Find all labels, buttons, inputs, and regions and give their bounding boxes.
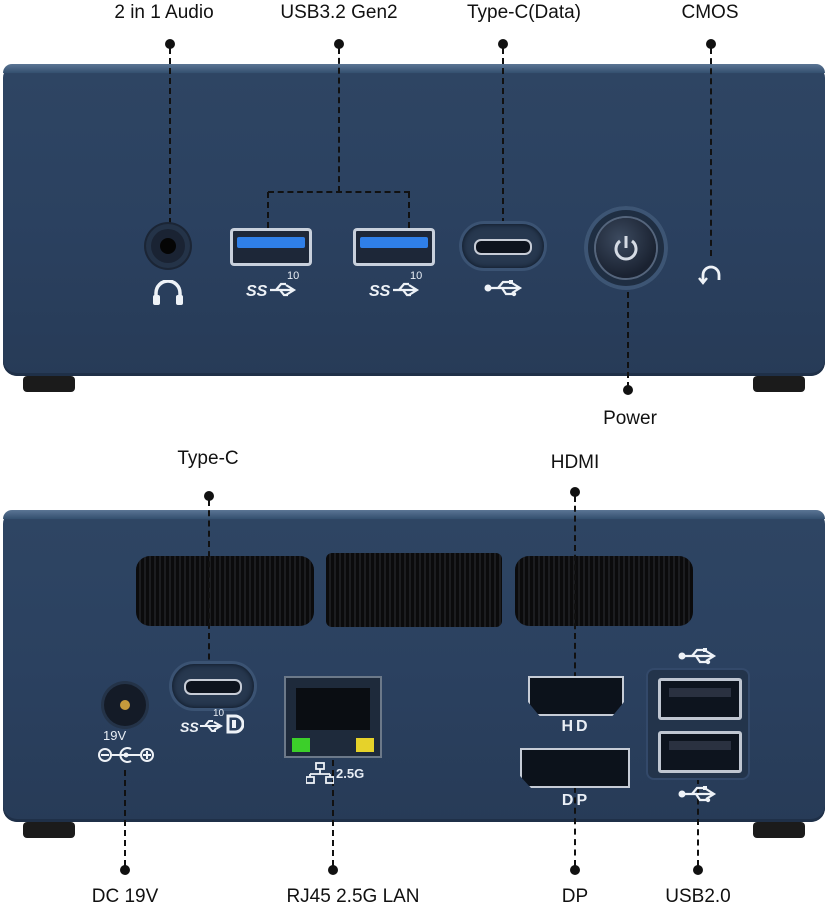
- dc-label: DC 19V: [91, 886, 159, 907]
- dc-polarity-icon: [97, 729, 155, 771]
- rubber-foot: [23, 376, 75, 392]
- callout-dot: [570, 487, 580, 497]
- usb-trident-icon: [678, 646, 720, 671]
- callout-dot: [706, 39, 716, 49]
- callout-dot: [334, 39, 344, 49]
- displayport-icon: [226, 714, 245, 739]
- audio-jack[interactable]: [146, 224, 190, 268]
- callout-line: [408, 192, 410, 228]
- callout-line: [332, 750, 334, 866]
- superspeed-usb-icon: SS: [180, 714, 230, 741]
- air-vent: [326, 553, 502, 627]
- rj45-label: RJ45 2.5G LAN: [286, 886, 420, 907]
- power-label: Power: [603, 408, 657, 429]
- dp-port-mark: DP: [561, 792, 591, 809]
- callout-dot: [165, 39, 175, 49]
- front-panel: [3, 64, 825, 376]
- usb32-port-2[interactable]: [353, 228, 435, 266]
- displayport-port[interactable]: [520, 748, 630, 788]
- callout-dot: [120, 865, 130, 875]
- usb20-port-1[interactable]: [658, 678, 742, 720]
- lan-speed-mark: 2.5G: [336, 766, 365, 781]
- usb-speed-tag: 10: [410, 270, 423, 282]
- headset-icon: [151, 279, 185, 311]
- svg-text:SS: SS: [246, 283, 268, 300]
- rubber-foot: [753, 822, 805, 838]
- power-icon: [610, 232, 642, 269]
- callout-line: [574, 766, 576, 866]
- rj45-lan-port[interactable]: [284, 676, 382, 758]
- typec-label: Type-C: [177, 448, 239, 469]
- superspeed-usb-icon: SS: [246, 276, 302, 305]
- rubber-foot: [753, 376, 805, 392]
- callout-line: [124, 770, 126, 866]
- callout-dot: [623, 385, 633, 395]
- audio-label: 2 in 1 Audio: [114, 2, 214, 23]
- callout-dot: [328, 865, 338, 875]
- rubber-foot: [23, 822, 75, 838]
- usb20-port-2[interactable]: [658, 731, 742, 773]
- usb32-label: USB3.2 Gen2: [280, 2, 398, 23]
- typec-data-port[interactable]: [462, 224, 544, 268]
- typec-port[interactable]: [172, 664, 254, 708]
- callout-line: [697, 696, 699, 866]
- air-vent: [136, 556, 314, 626]
- usb32-port-1[interactable]: [230, 228, 312, 266]
- usb-speed-tag: 10: [287, 270, 300, 282]
- dc-power-jack[interactable]: [104, 684, 146, 726]
- usb-trident-icon: [484, 278, 526, 303]
- cmos-label: CMOS: [681, 2, 739, 23]
- callout-line: [267, 192, 269, 228]
- dc-voltage-mark: 19V: [103, 728, 127, 743]
- callout-line: [338, 48, 340, 192]
- callout-dot: [693, 865, 703, 875]
- hdmi-label: HDMI: [550, 452, 600, 473]
- callout-dot: [570, 865, 580, 875]
- superspeed-usb-icon: SS: [369, 276, 425, 305]
- hdmi-port[interactable]: [528, 676, 624, 716]
- svg-text:SS: SS: [180, 719, 199, 735]
- callout-line: [169, 48, 171, 224]
- air-vent: [515, 556, 693, 626]
- callout-dot: [498, 39, 508, 49]
- typec-data-label: Type-C(Data): [466, 2, 582, 23]
- dp-label: DP: [561, 886, 589, 907]
- cmos-reset-icon[interactable]: [698, 262, 724, 293]
- ethernet-icon: [305, 762, 335, 789]
- callout-line: [627, 252, 629, 388]
- callout-line: [502, 48, 504, 244]
- callout-line: [268, 191, 410, 193]
- callout-line: [574, 496, 576, 688]
- usb-trident-icon: [678, 784, 720, 809]
- usb20-label: USB2.0: [665, 886, 731, 907]
- callout-line: [208, 500, 210, 680]
- callout-dot: [204, 491, 214, 501]
- svg-text:SS: SS: [369, 283, 391, 300]
- callout-line: [710, 48, 712, 256]
- usb-speed-tag: 10: [213, 708, 225, 719]
- hd-port-mark: HD: [561, 718, 591, 735]
